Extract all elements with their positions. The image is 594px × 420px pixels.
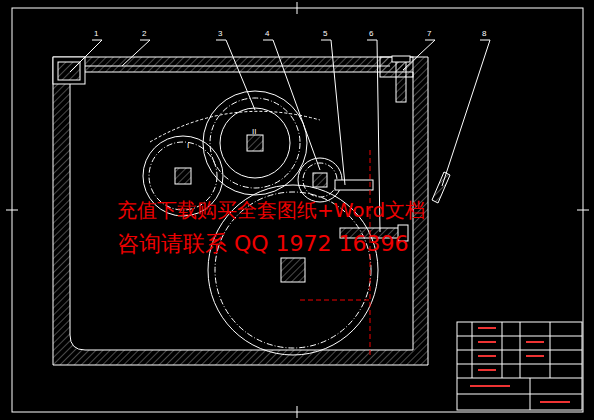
callout-number: 3 (218, 30, 222, 38)
callout-number: 1 (94, 30, 98, 38)
callout-number: 4 (265, 30, 269, 38)
callout-number: 7 (427, 30, 431, 38)
callout-number: 8 (482, 30, 486, 38)
shaft-number: I (187, 142, 189, 150)
watermark: 咨询请联系 QQ 1972 16396 (117, 233, 409, 255)
shaft-number: II (252, 128, 256, 136)
callout-number: 2 (142, 30, 146, 38)
watermark: 充值下载购买全套图纸+Word文档 (117, 200, 425, 220)
callout-number: 6 (369, 30, 373, 38)
callout-number: 5 (323, 30, 327, 38)
